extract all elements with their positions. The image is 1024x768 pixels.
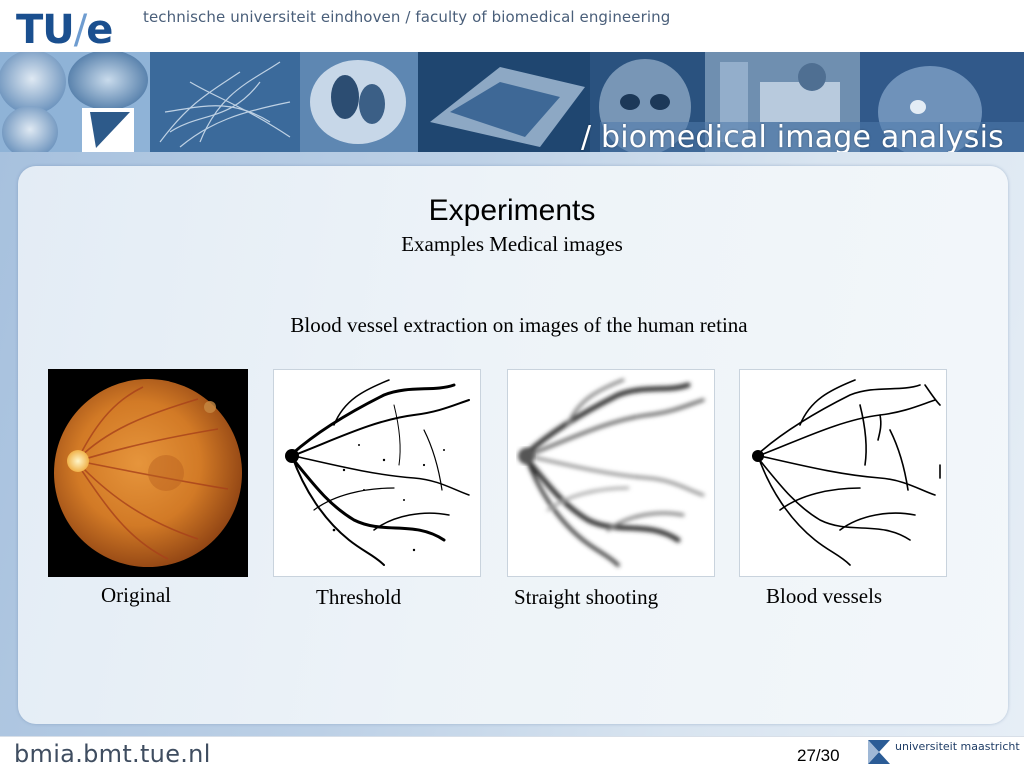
page-number: 27/30 [797, 746, 840, 765]
retina-blood-vessels-image [739, 369, 947, 577]
institute-name: technische universiteit eindhoven / facu… [143, 8, 671, 26]
slide-caption: Blood vessel extraction on images of the… [290, 313, 748, 337]
retina-original-image [48, 369, 248, 577]
retina-threshold-image [273, 369, 481, 577]
um-logo-icon [868, 740, 890, 764]
header-banner [0, 52, 1024, 152]
figure-label-blood-vessels: Blood vessels [766, 584, 883, 608]
figure-label-straight-shooting: Straight shooting [514, 585, 659, 609]
footer-url: bmia.bmt.tue.nl [14, 740, 211, 768]
partner-name: universiteit maastricht [895, 740, 1020, 753]
retina-straight-shooting-image [507, 369, 715, 577]
figure-label-threshold: Threshold [316, 585, 402, 609]
slide-title: Experiments [428, 194, 596, 227]
figure-label-original: Original [101, 583, 171, 607]
banner-title: / biomedical image analysis [580, 120, 1004, 155]
slide-subtitle: Examples Medical images [401, 232, 623, 256]
header: TU/e technische universiteit eindhoven /… [0, 0, 1024, 52]
footer [0, 736, 1024, 768]
tue-logo: TU/e [16, 7, 113, 53]
banner-collage-image [0, 52, 1024, 152]
